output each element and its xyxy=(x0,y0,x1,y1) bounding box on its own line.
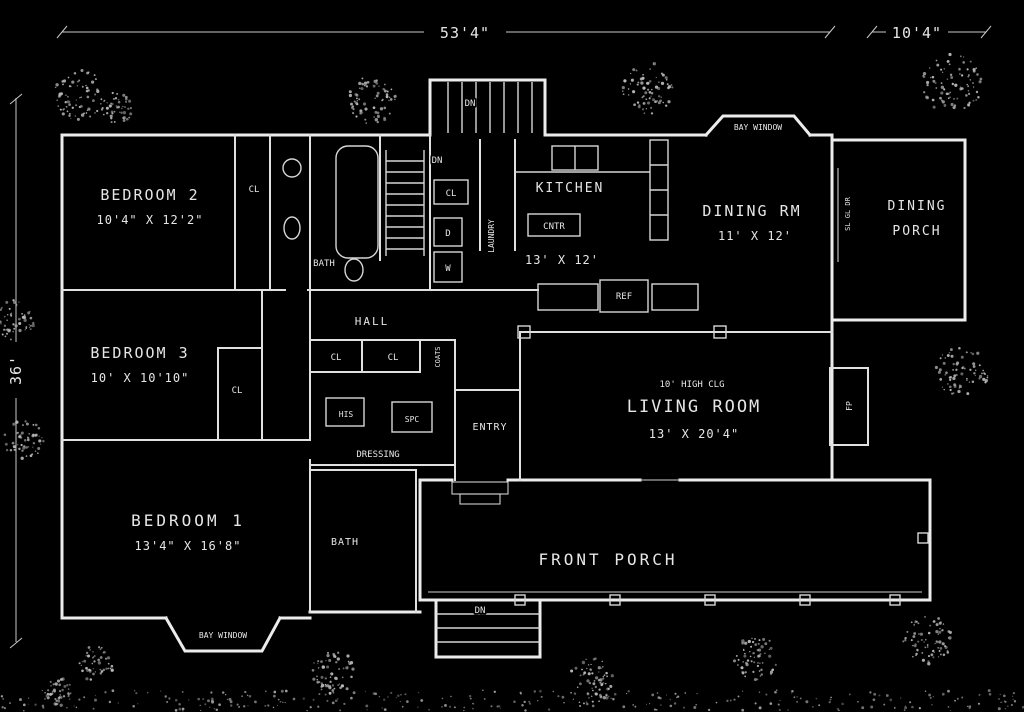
kitchen-name: KITCHEN xyxy=(536,181,605,196)
stairs-down-top-label: DN xyxy=(465,99,476,109)
dining-room-name: DINING RM xyxy=(702,202,801,220)
dining-room-size: 11' X 12' xyxy=(718,229,792,243)
stairs-down-mid-label: DN xyxy=(432,156,443,166)
fireplace-label: FP xyxy=(845,401,854,411)
bay-window-top-label: BAY WINDOW xyxy=(734,123,782,132)
entry-label: ENTRY xyxy=(472,422,507,433)
bay-window-bottom-label: BAY WINDOW xyxy=(199,631,247,640)
outer-walls xyxy=(60,78,967,659)
closet-bedroom2-label: CL xyxy=(249,185,260,195)
foliage-speckles xyxy=(0,52,1024,712)
counter-label: CNTR xyxy=(543,222,565,232)
kitchen-size: 13' X 12' xyxy=(525,253,599,267)
washer-label: W xyxy=(445,264,451,274)
interior-walls xyxy=(61,134,833,613)
bedroom3-size: 10' X 10'10" xyxy=(91,371,190,385)
dryer-label: D xyxy=(445,229,450,239)
living-room-name: LIVING ROOM xyxy=(627,397,762,417)
labels: 53'4" 10'4" 36' BEDROOM 2 10'4" X 12'2" … xyxy=(5,22,947,642)
closet-laundry-label: CL xyxy=(446,189,457,199)
bedroom2-size: 10'4" X 12'2" xyxy=(97,213,204,227)
dimension-lines xyxy=(9,25,992,649)
closet-hall1-label: CL xyxy=(331,353,342,363)
dim-left-label: 36' xyxy=(7,355,25,385)
bedroom1-name: BEDROOM 1 xyxy=(131,511,245,530)
stairs-down-bottom-label: DN xyxy=(475,606,486,616)
his-closet-label: HIS xyxy=(339,410,354,419)
hall-label: HALL xyxy=(355,315,390,328)
bedroom2-name: BEDROOM 2 xyxy=(100,186,199,204)
closet-hall2-label: CL xyxy=(388,353,399,363)
bedroom3-name: BEDROOM 3 xyxy=(90,344,189,362)
dim-top-right-label: 10'4" xyxy=(892,24,942,42)
dim-top-label: 53'4" xyxy=(440,24,490,42)
coats-closet-label: COATS xyxy=(434,346,442,367)
closet-bedroom3-label: CL xyxy=(232,386,243,396)
dressing-label: DRESSING xyxy=(356,450,399,460)
bath-upper-label: BATH xyxy=(313,259,335,269)
sliding-glass-door-label: SL GL DR xyxy=(844,196,852,231)
laundry-label: LAUNDRY xyxy=(487,219,496,253)
spc-closet-label: SPC xyxy=(405,415,420,424)
dining-porch-line1: DINING xyxy=(888,199,947,214)
fixtures xyxy=(282,82,929,643)
bedroom1-size: 13'4" X 16'8" xyxy=(135,539,242,553)
living-room-size: 13' X 20'4" xyxy=(649,427,739,441)
refrigerator-label: REF xyxy=(616,292,632,302)
dining-porch-line2: PORCH xyxy=(892,224,941,239)
front-porch-label: FRONT PORCH xyxy=(539,550,678,569)
living-ceiling-note: 10' HIGH CLG xyxy=(659,380,724,390)
bath-lower-label: BATH xyxy=(331,537,359,548)
